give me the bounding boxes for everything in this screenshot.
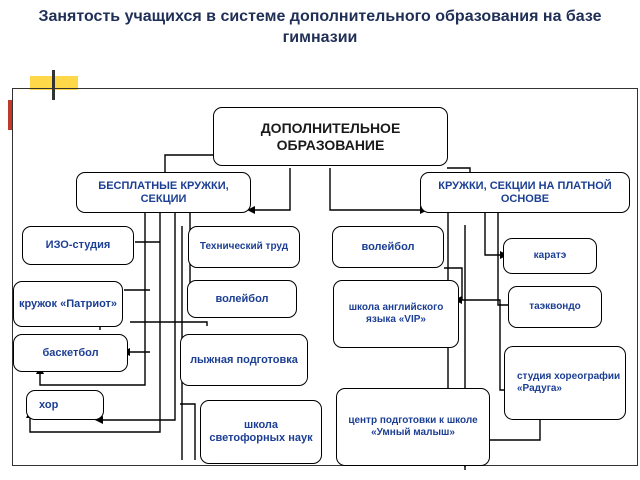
decor-red-bar bbox=[8, 100, 13, 130]
paid-node-umny: центр подготовки к школе «Умный малыш» bbox=[336, 388, 490, 466]
free-node-basketball: баскетбол bbox=[13, 334, 128, 372]
free-node-traffic: школа светофорных наук bbox=[200, 400, 322, 464]
root-node: ДОПОЛНИТЕЛЬНОЕ ОБРАЗОВАНИЕ bbox=[213, 107, 448, 166]
paid-node-taekwondo: таэквондо bbox=[508, 286, 602, 328]
diagram-frame bbox=[12, 88, 638, 466]
free-node-ski: лыжная подготовка bbox=[180, 334, 308, 386]
free-node-izo: ИЗО-студия bbox=[22, 226, 134, 265]
decor-vertical-bar bbox=[52, 70, 55, 100]
free-node-choir: хор bbox=[26, 390, 104, 420]
paid-node-english: школа английского языка «VIP» bbox=[333, 280, 459, 348]
paid-node-volleyball: волейбол bbox=[332, 226, 444, 268]
paid-node-karate: каратэ bbox=[503, 238, 597, 274]
free-node-tech: Технический труд bbox=[188, 226, 300, 268]
free-node-patriot: кружок «Патриот» bbox=[13, 281, 123, 327]
paid-node-raduga: студия хореографии «Радуга» bbox=[504, 346, 626, 420]
paid-header-node: КРУЖКИ, СЕКЦИИ НА ПЛАТНОЙ ОСНОВЕ bbox=[420, 172, 630, 213]
free-header-node: БЕСПЛАТНЫЕ КРУЖКИ, СЕКЦИИ bbox=[76, 172, 251, 213]
free-node-volleyball: волейбол bbox=[187, 280, 297, 318]
page-title: Занятость учащихся в системе дополнитель… bbox=[38, 8, 602, 46]
